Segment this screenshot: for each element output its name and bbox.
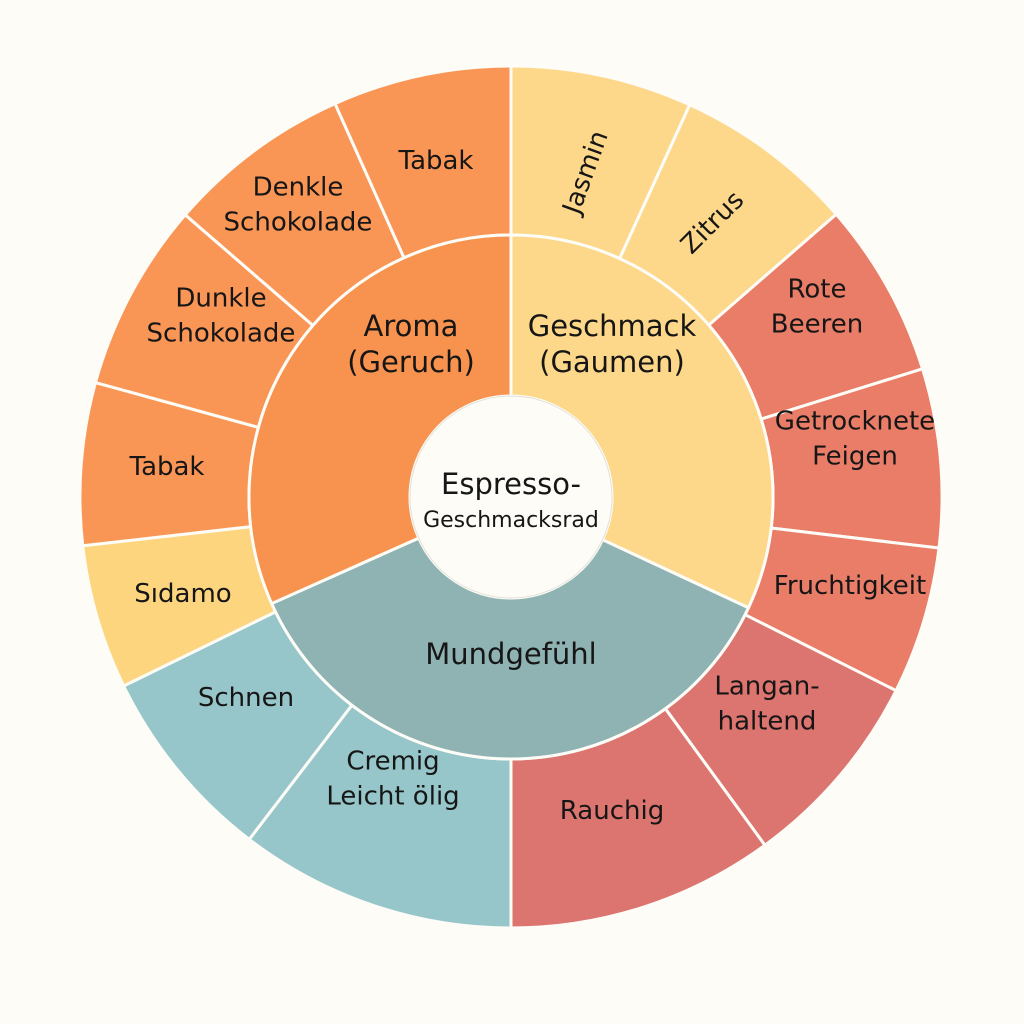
label-line: Cremig	[346, 747, 439, 777]
label-line: Dunkle	[175, 284, 266, 314]
label-line: Sıdamo	[134, 579, 231, 609]
label-line: Schokolade	[224, 208, 373, 238]
label-line: Rauchig	[560, 796, 664, 826]
label-line: Aroma	[364, 309, 459, 343]
label-line: Getrocknete	[775, 407, 935, 437]
title-line-2: Geschmacksrad	[423, 508, 599, 533]
label-line: (Geruch)	[347, 345, 475, 379]
outer-segment-label: Langan-haltend	[714, 672, 819, 737]
outer-segment-label: Schnen	[198, 683, 294, 713]
label-line: Mundgefühl	[425, 637, 596, 671]
label-line: Beeren	[771, 310, 863, 340]
outer-segment-label: Tabak	[128, 452, 204, 482]
inner-segment-label: Geschmack(Gaumen)	[528, 309, 697, 379]
outer-segment-label: Sıdamo	[134, 579, 231, 609]
label-line: Rote	[788, 275, 847, 305]
label-line: Denkle	[253, 173, 344, 203]
inner-segment-label: Mundgefühl	[425, 637, 596, 671]
label-line: Feigen	[812, 442, 898, 472]
label-line: Tabak	[128, 452, 204, 482]
label-line: Geschmack	[528, 309, 697, 343]
label-line: Langan-	[714, 672, 819, 702]
label-line: Schokolade	[147, 319, 296, 349]
label-line: Schnen	[198, 683, 294, 713]
label-line: Tabak	[397, 146, 473, 176]
label-line: Fruchtigkeit	[774, 571, 926, 601]
outer-segment-label: Rauchig	[560, 796, 664, 826]
center-circle	[409, 395, 613, 599]
label-line: Leicht ölig	[326, 782, 459, 812]
outer-segment-label: Fruchtigkeit	[774, 571, 926, 601]
label-line: haltend	[718, 707, 817, 737]
outer-ring	[78, 64, 944, 930]
outer-segment-label: Tabak	[397, 146, 473, 176]
inner-segment-label: Aroma(Geruch)	[347, 309, 475, 379]
title-line-1: Espresso-	[441, 467, 581, 501]
label-line: (Gaumen)	[539, 345, 685, 379]
